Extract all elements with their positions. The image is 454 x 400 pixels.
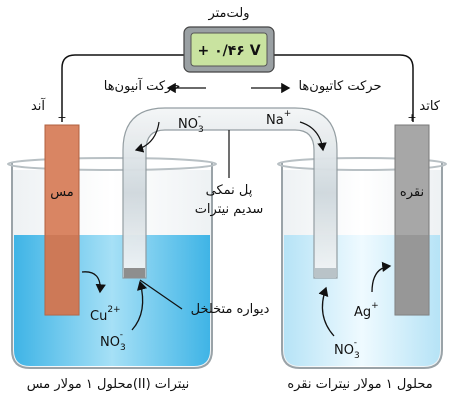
copper-ion: Cu2+ <box>90 305 121 324</box>
silver-ion-arrow <box>371 261 392 293</box>
salt-bridge-label: پل نمکی <box>206 183 253 198</box>
porous-wall-label: دیواره متخلخل <box>191 302 270 317</box>
cathode-sign: + <box>407 111 416 124</box>
anode-metal-label: مس <box>50 185 74 200</box>
left-solution-label: محلول ۱ مولار مس(II) نیترات <box>27 377 190 392</box>
copper-ion-arrow <box>81 271 106 294</box>
nitrate-in-bridge: NO3- <box>178 112 204 135</box>
salt-bridge <box>122 107 338 279</box>
cathode-label: کاتد <box>419 99 440 114</box>
porous-wall-leader <box>139 279 183 310</box>
nitrate-right: NO3- <box>334 338 360 361</box>
nitrate-to-plug-arrow <box>131 280 148 331</box>
nitrate-right-arrow <box>318 286 335 337</box>
anion-motion-label: حرکت آنیون‌ها <box>104 77 181 94</box>
sodium-in-bridge: Na+ <box>266 109 291 128</box>
silver-electrode: + نقره <box>394 111 430 316</box>
salt-bridge-label-2: سدیم نیترات <box>195 202 264 217</box>
right-porous-plug <box>315 268 336 278</box>
circuit-wires <box>61 54 414 122</box>
copper-electrode: − مس <box>44 111 80 316</box>
cation-motion-label: حرکت کاتیون‌ها <box>298 79 381 94</box>
right-solution-label: محلول ۱ مولار نیترات نقره <box>287 377 432 392</box>
silver-ion: Ag+ <box>354 301 379 320</box>
left-porous-plug <box>124 268 145 278</box>
voltmeter-title: ولت‌متر <box>207 6 249 21</box>
voltmeter: + ۰/۴۶ V <box>183 26 275 73</box>
anode-sign: − <box>57 111 66 124</box>
voltmeter-reading: + ۰/۴۶ V <box>197 43 260 59</box>
nitrate-left: NO3- <box>100 330 126 353</box>
cathode-metal-label: نقره <box>400 185 424 200</box>
anode-label: آند <box>31 97 46 114</box>
left-beaker <box>7 157 217 369</box>
